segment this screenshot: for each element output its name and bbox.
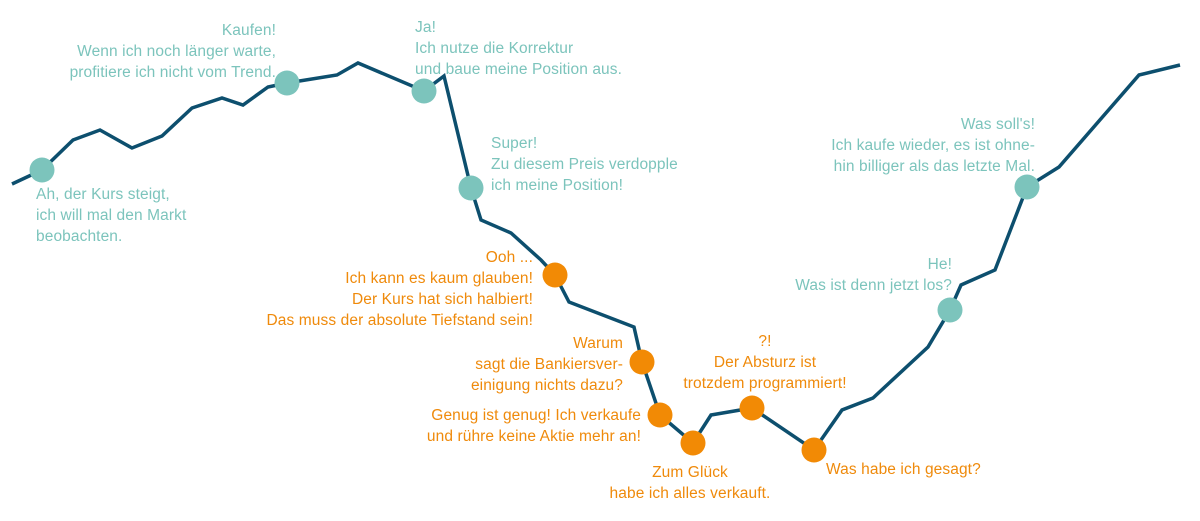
annotation-lucky: Zum Glück habe ich alles verkauft. (609, 464, 771, 502)
annotation-enough: Genug ist genug! Ich verkaufe und rühre … (426, 407, 641, 445)
teal-marker-dot (29, 157, 55, 183)
annotation-told: Was habe ich gesagt? (826, 461, 981, 478)
emotion-markers (29, 70, 1040, 463)
teal-marker-dot (274, 70, 300, 96)
orange-marker-dot (629, 349, 655, 375)
orange-marker-dot (680, 430, 706, 456)
annotation-observe: Ah, der Kurs steigt, ich will mal den Ma… (36, 186, 187, 245)
teal-marker-dot (458, 175, 484, 201)
annotation-crash: ?! Der Absturz ist trotzdem programmiert… (683, 333, 847, 392)
annotation-rebuy: Was soll's! Ich kaufe wieder, es ist ohn… (831, 116, 1035, 175)
teal-marker-dot (937, 297, 963, 323)
orange-marker-dot (739, 395, 765, 421)
teal-marker-dot (1014, 174, 1040, 200)
annotation-halved: Ooh ... Ich kann es kaum glauben! Der Ku… (266, 249, 533, 329)
annotation-correction: Ja! Ich nutze die Korrektur und baue mei… (415, 19, 623, 78)
orange-marker-dot (647, 402, 673, 428)
teal-marker-dot (411, 78, 437, 104)
annotation-buy: Kaufen! Wenn ich noch länger warte, prof… (69, 22, 276, 81)
orange-marker-dot (542, 262, 568, 288)
orange-marker-dot (801, 437, 827, 463)
annotation-why: Warum sagt die Bankiersver- einigung nic… (470, 335, 623, 394)
annotation-double: Super! Zu diesem Preis verdopple ich mei… (491, 135, 678, 194)
annotation-hey: He! Was ist denn jetzt los? (795, 256, 952, 294)
